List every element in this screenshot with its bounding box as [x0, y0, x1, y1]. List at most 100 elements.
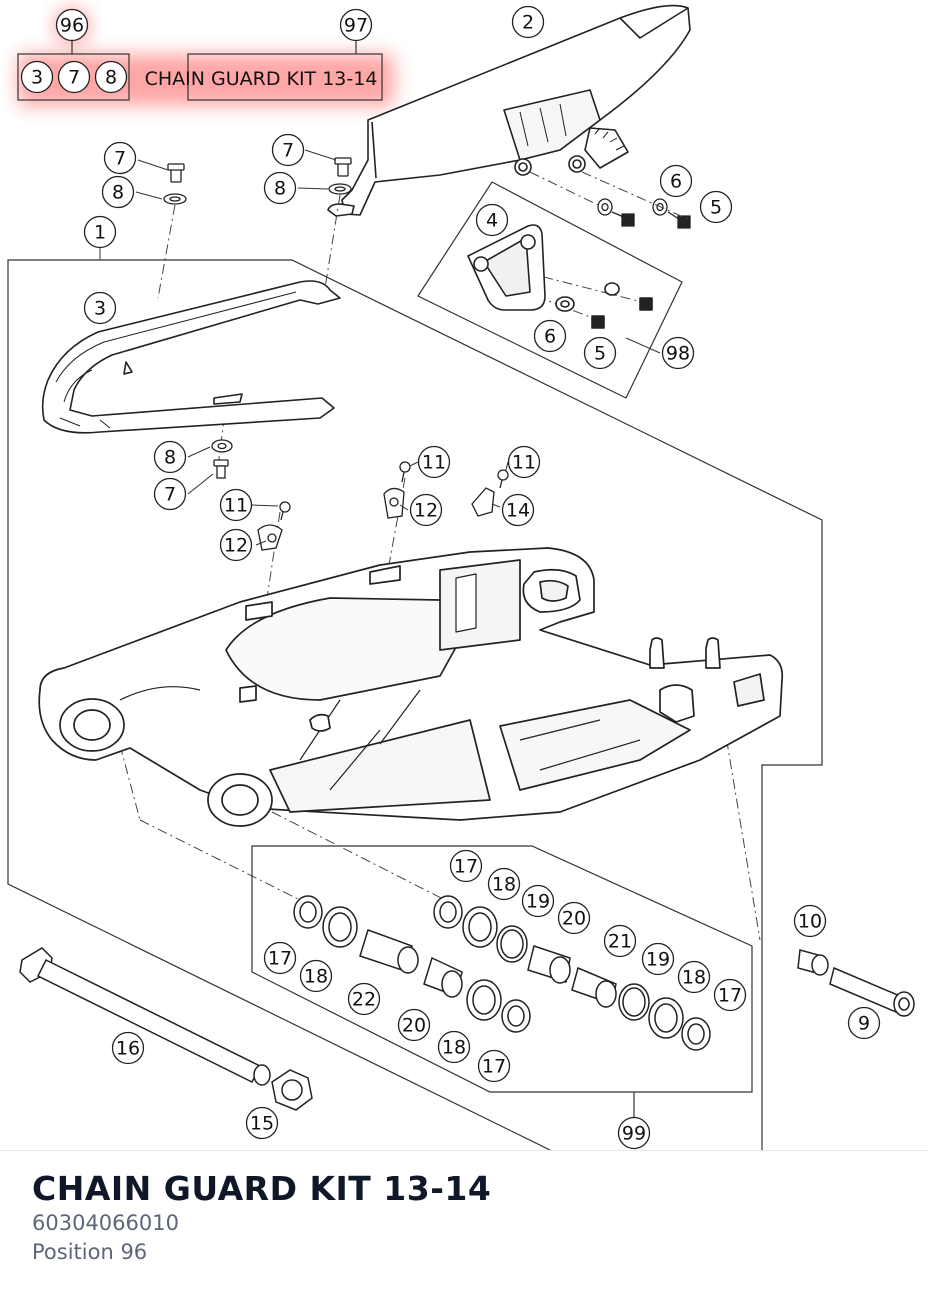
callout-11[interactable]: 11	[507, 445, 541, 479]
callout-18[interactable]: 18	[487, 867, 521, 901]
callout-8[interactable]: 8	[263, 171, 297, 205]
callout-circle	[55, 8, 89, 42]
callout-circle	[583, 336, 617, 370]
callout-1[interactable]: 1	[83, 215, 117, 249]
callout-18[interactable]: 18	[437, 1030, 471, 1064]
callout-17[interactable]: 17	[713, 978, 747, 1012]
callout-number: 8	[105, 67, 117, 89]
kit-member-callout[interactable]: 8	[94, 60, 128, 94]
callout-number: 15	[250, 1113, 274, 1135]
callout-number: 6	[544, 326, 556, 348]
callout-circle	[617, 1116, 651, 1150]
chain-slider-drawing	[41, 280, 341, 434]
callout-circle	[533, 319, 567, 353]
callout-21[interactable]: 21	[603, 924, 637, 958]
callout-7[interactable]: 7	[271, 133, 305, 167]
callout-number: 7	[68, 67, 80, 89]
callout-number: 3	[94, 298, 106, 320]
callout-22[interactable]: 22	[347, 982, 381, 1016]
axle-16-nut-15	[19, 947, 313, 1111]
callout-18[interactable]: 18	[299, 959, 333, 993]
callout-circle	[487, 867, 521, 901]
callout-11[interactable]: 11	[417, 445, 451, 479]
kit-member-callout[interactable]: 3	[20, 60, 54, 94]
callout-number: 16	[116, 1038, 140, 1060]
callout-17[interactable]: 17	[449, 849, 483, 883]
callout-7[interactable]: 7	[153, 477, 187, 511]
callout-number: 19	[646, 949, 670, 971]
callout-number: 3	[31, 67, 43, 89]
callout-number: 10	[798, 911, 822, 933]
callout-20[interactable]: 20	[397, 1008, 431, 1042]
callout-number: 1	[94, 222, 106, 244]
callout-5[interactable]: 5	[699, 190, 733, 224]
callout-8[interactable]: 8	[153, 440, 187, 474]
callout-circle	[409, 493, 443, 527]
bolt-9-bushing-10	[797, 949, 915, 1017]
callout-14[interactable]: 14	[501, 493, 535, 527]
callout-17[interactable]: 17	[477, 1049, 511, 1083]
callout-12[interactable]: 12	[409, 493, 443, 527]
callout-20[interactable]: 20	[557, 901, 591, 935]
callout-number: 17	[718, 985, 742, 1007]
callout-number: 18	[442, 1037, 466, 1059]
callout-number: 17	[482, 1056, 506, 1078]
callout-7[interactable]: 7	[103, 141, 137, 175]
callout-number: 17	[454, 856, 478, 878]
callout-9[interactable]: 9	[847, 1006, 881, 1040]
callout-number: 20	[562, 908, 586, 930]
callout-stems	[99, 149, 661, 546]
callout-circle	[94, 60, 128, 94]
part-name: CHAIN GUARD KIT 13-14	[32, 1169, 492, 1208]
callout-6[interactable]: 6	[533, 319, 567, 353]
kit-number-callout[interactable]: 96	[55, 8, 89, 42]
callout-8[interactable]: 8	[101, 175, 135, 209]
callout-15[interactable]: 15	[245, 1106, 279, 1140]
callout-6[interactable]: 6	[659, 164, 693, 198]
callout-number: 18	[682, 967, 706, 989]
callout-16[interactable]: 16	[111, 1031, 145, 1065]
callout-circle	[101, 175, 135, 209]
callout-number: 12	[414, 500, 438, 522]
callout-11[interactable]: 11	[219, 488, 253, 522]
bearing-parts	[293, 895, 711, 1051]
callout-98[interactable]: 98	[661, 336, 695, 370]
callout-circle	[339, 8, 373, 42]
callout-circle	[219, 488, 253, 522]
callout-circle	[847, 1006, 881, 1040]
callout-number: 12	[224, 535, 248, 557]
callout-circle	[263, 941, 297, 975]
callout-number: 8	[164, 447, 176, 469]
callout-circle	[299, 959, 333, 993]
callout-17[interactable]: 17	[263, 941, 297, 975]
callout-circle	[263, 171, 297, 205]
callout-number: 18	[492, 874, 516, 896]
callout-number: 17	[268, 948, 292, 970]
assembly-outline	[7, 259, 823, 1150]
callout-number: 7	[282, 140, 294, 162]
callout-18[interactable]: 18	[677, 960, 711, 994]
callout-number: 21	[608, 931, 632, 953]
callout-10[interactable]: 10	[793, 904, 827, 938]
callout-number: 96	[60, 15, 84, 37]
callout-number: 7	[114, 148, 126, 170]
callout-3[interactable]: 3	[83, 291, 117, 325]
callout-4[interactable]: 4	[475, 203, 509, 237]
callout-circle	[20, 60, 54, 94]
callout-circle	[699, 190, 733, 224]
callout-99[interactable]: 99	[617, 1116, 651, 1150]
callout-circle	[83, 291, 117, 325]
callout-19[interactable]: 19	[641, 942, 675, 976]
callout-number: 14	[506, 500, 530, 522]
kit-member-callout[interactable]: 7	[57, 60, 91, 94]
callout-5[interactable]: 5	[583, 336, 617, 370]
callout-circle	[83, 215, 117, 249]
kit-label-number-callout[interactable]: 97	[339, 8, 373, 42]
kit-99-frame	[251, 845, 753, 1118]
callout-19[interactable]: 19	[521, 884, 555, 918]
kit-header[interactable]	[17, 39, 383, 101]
callout-circle	[271, 133, 305, 167]
callout-12[interactable]: 12	[219, 528, 253, 562]
callout-2[interactable]: 2	[511, 5, 545, 39]
callout-circle	[153, 440, 187, 474]
